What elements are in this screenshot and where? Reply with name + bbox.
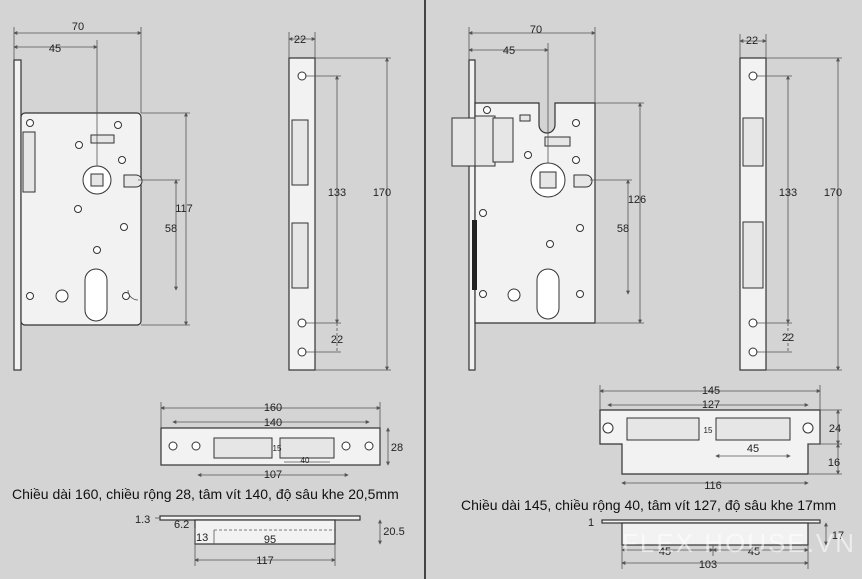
dim-side-plate-right: 1 [588,517,594,529]
dim-strike-slot-span-right: 45 [747,443,759,455]
left-strike-plate-drawing [160,402,390,477]
dim-side-left-span: 45 [659,546,671,558]
dim-faceplate-length: 170 [373,187,391,199]
dim-strike-slot-small: 40 [301,456,310,465]
right-case-dimensions [468,27,644,324]
right-faceplate-drawing [739,34,842,371]
dim-faceplate-bottom-right: 22 [782,332,794,344]
dim-faceplate-screw-span: 133 [328,187,346,199]
dim-strike-height-right: 24 [829,423,841,435]
right-strike-plate-drawing [599,385,842,485]
dim-case-height: 117 [175,203,193,215]
right-lock-case-drawing [451,59,596,371]
dim-faceplate-screw-span-right: 133 [779,187,797,199]
dim-case-width: 70 [72,21,84,33]
dim-side-total: 117 [256,555,274,567]
dim-strike-slot-height-right: 15 [704,426,713,435]
dim-strike-screw-span-right: 127 [702,399,720,411]
dim-strike-slot-height: 15 [273,444,282,453]
dim-side-right-span: 45 [748,546,760,558]
dim-case-height-right: 126 [628,194,646,206]
watermark: FLEX HOUSE.VN [622,528,856,558]
dim-side-plate: 1.3 [135,514,150,526]
dim-side-total-right: 103 [699,559,717,571]
left-caption: Chiều dài 160, chiều rộng 28, tâm vít 14… [12,486,399,502]
dim-strike-screw-span: 140 [264,417,282,429]
left-faceplate-drawing [288,32,391,371]
left-case-dimensions [13,27,190,326]
right-strike-side-profile [601,519,828,569]
dim-strike-lip: 16 [828,457,840,469]
left-strike-side-profile [155,515,382,566]
dim-backset-right: 45 [503,45,515,57]
dim-side-slot-depth: 20.5 [383,526,404,538]
dim-backset: 45 [49,43,61,55]
dim-side-depth: 95 [264,534,276,546]
left-lock-case-drawing [13,59,143,371]
dim-strike-height: 28 [391,442,403,454]
dim-case-width-right: 70 [530,24,542,36]
right-caption: Chiều dài 145, chiều rộng 40, tâm vít 12… [461,497,836,513]
dim-side-flange: 6.2 [174,519,189,531]
dim-strike-bottom-width: 116 [704,480,722,492]
dim-strike-slot-span: 107 [264,469,282,481]
dim-faceplate-length-right: 170 [824,187,842,199]
dim-side-gap: 13 [196,532,208,544]
dim-center-distance-right: 58 [617,223,629,235]
dim-faceplate-bottom: 22 [331,334,343,346]
dim-strike-total-right: 145 [702,385,720,397]
dim-faceplate-width-right: 22 [746,35,758,47]
dim-side-depth-right: 17 [832,530,844,542]
dim-faceplate-width: 22 [294,34,306,46]
dim-strike-total: 160 [264,402,282,414]
dim-center-distance: 58 [165,223,177,235]
